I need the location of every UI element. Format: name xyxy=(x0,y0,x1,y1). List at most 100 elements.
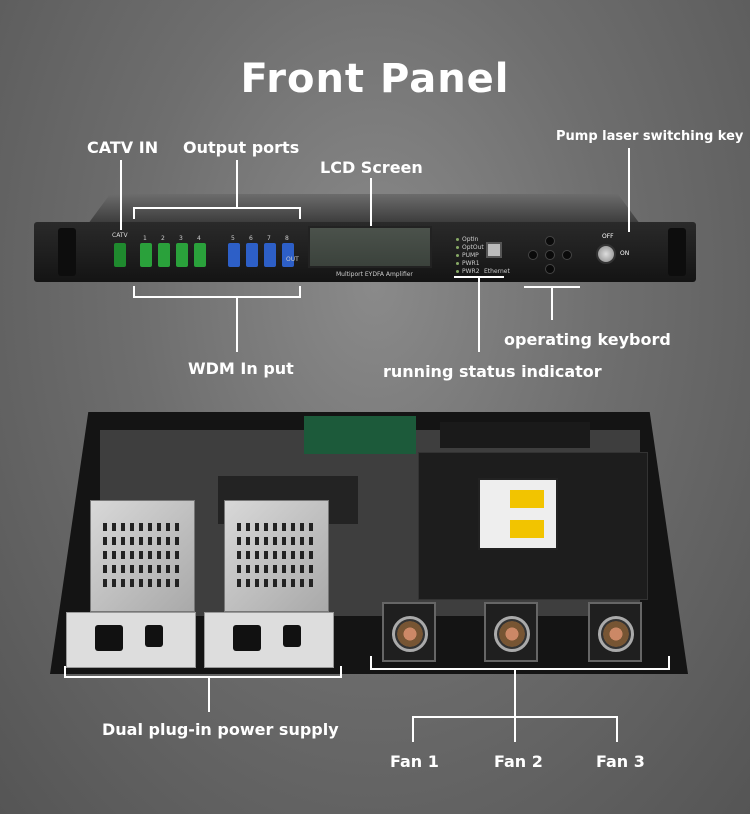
power-switch xyxy=(145,625,163,647)
port-number: 1 xyxy=(143,235,147,242)
port-number: 3 xyxy=(179,235,183,242)
port-number: 2 xyxy=(161,235,165,242)
bracket-wdm xyxy=(133,296,301,298)
indicator-label: PUMP xyxy=(462,252,479,259)
led-optin xyxy=(456,238,459,241)
catv-port xyxy=(114,243,126,267)
psu-vent xyxy=(103,523,183,591)
bracket-tick xyxy=(668,656,670,670)
catv-tag: CATV xyxy=(112,232,128,239)
port-number: 7 xyxy=(267,235,271,242)
callout-fans xyxy=(514,668,516,716)
bracket-power xyxy=(64,676,342,678)
label-lcd-screen: LCD Screen xyxy=(320,158,423,177)
label-wdm-input: WDM In put xyxy=(188,359,294,378)
label-output-ports: Output ports xyxy=(183,138,300,157)
power-switch xyxy=(283,625,301,647)
callout-keyboard xyxy=(551,286,553,320)
bracket-tick xyxy=(64,666,66,678)
label-running-status: running status indicator xyxy=(383,362,602,381)
output-port-4 xyxy=(194,243,206,267)
fan-3 xyxy=(588,602,642,662)
indicator-label: PWR1 xyxy=(462,260,480,267)
label-fan1: Fan 1 xyxy=(390,752,439,771)
indicator-label: OptIn xyxy=(462,236,479,243)
operating-keypad xyxy=(520,236,580,274)
rack-top-cover xyxy=(88,194,640,224)
ethernet-label: Ethernet xyxy=(484,268,510,275)
port-number: 5 xyxy=(231,235,235,242)
output-port-8 xyxy=(282,243,294,267)
callout-pump-key xyxy=(628,148,630,232)
out-tag: OUT xyxy=(286,256,299,263)
power-supply-2 xyxy=(224,500,329,612)
output-port-7 xyxy=(264,243,276,267)
port-number: 8 xyxy=(285,235,289,242)
fan-1 xyxy=(382,602,436,662)
internal-port-strip xyxy=(440,422,590,448)
indicator-label: OptOut xyxy=(462,244,484,251)
callout-wdm xyxy=(236,296,238,352)
page-title: Front Panel xyxy=(240,56,510,102)
bracket-tick xyxy=(340,666,342,678)
label-fan3: Fan 3 xyxy=(596,752,645,771)
label-operating-keyboard: operating keybord xyxy=(504,330,671,349)
callout-catv xyxy=(120,160,122,230)
warning-label xyxy=(510,490,544,508)
key-up xyxy=(545,236,555,246)
pump-key-switch xyxy=(596,244,616,264)
key-on-label: ON xyxy=(620,250,630,257)
fan-icon xyxy=(392,616,428,652)
key-down xyxy=(545,264,555,274)
port-number: 4 xyxy=(197,235,201,242)
laser-warning-sticker xyxy=(478,478,558,550)
bracket-output-ports xyxy=(133,207,301,209)
callout-fan2 xyxy=(514,716,516,742)
power-plate-1 xyxy=(66,612,196,668)
fan-icon xyxy=(494,616,530,652)
ethernet-port xyxy=(486,242,502,258)
key-off-label: OFF xyxy=(602,233,614,240)
output-port-2 xyxy=(158,243,170,267)
callout-lcd xyxy=(370,178,372,226)
bracket-tick xyxy=(133,286,135,298)
callout-fan3 xyxy=(616,716,618,742)
led-pump xyxy=(456,254,459,257)
bracket-fans xyxy=(370,668,670,670)
output-port-3 xyxy=(176,243,188,267)
bracket-tick xyxy=(133,207,135,219)
label-catv-in: CATV IN xyxy=(87,138,159,157)
led-pwr2 xyxy=(456,270,459,273)
ac-socket-icon xyxy=(95,625,123,651)
rack-ear-right xyxy=(668,228,686,276)
callout-status xyxy=(478,276,480,352)
bracket-tick xyxy=(370,656,372,670)
output-port-6 xyxy=(246,243,258,267)
label-dual-power: Dual plug-in power supply xyxy=(102,720,339,739)
psu-vent xyxy=(237,523,317,591)
bracket-tick xyxy=(299,207,301,219)
fan-icon xyxy=(598,616,634,652)
callout-power xyxy=(208,676,210,712)
label-pump-key: Pump laser switching key xyxy=(556,129,744,144)
led-optout xyxy=(456,246,459,249)
rack-ear-left xyxy=(58,228,76,276)
fan-2 xyxy=(484,602,538,662)
callout-output-ports xyxy=(236,160,238,208)
led-pwr1 xyxy=(456,262,459,265)
key-enter xyxy=(545,250,555,260)
power-plate-2 xyxy=(204,612,334,668)
warning-label xyxy=(510,520,544,538)
output-port-1 xyxy=(140,243,152,267)
indicator-label: PWR2 xyxy=(462,268,480,275)
output-port-5 xyxy=(228,243,240,267)
bracket-tick xyxy=(299,286,301,298)
key-right xyxy=(562,250,572,260)
control-board xyxy=(304,416,416,454)
key-left xyxy=(528,250,538,260)
label-fan2: Fan 2 xyxy=(494,752,543,771)
ac-socket-icon xyxy=(233,625,261,651)
callout-fan1 xyxy=(412,716,414,742)
power-supply-1 xyxy=(90,500,195,612)
lcd-caption: Multiport EYDFA Amplifier xyxy=(336,271,413,278)
